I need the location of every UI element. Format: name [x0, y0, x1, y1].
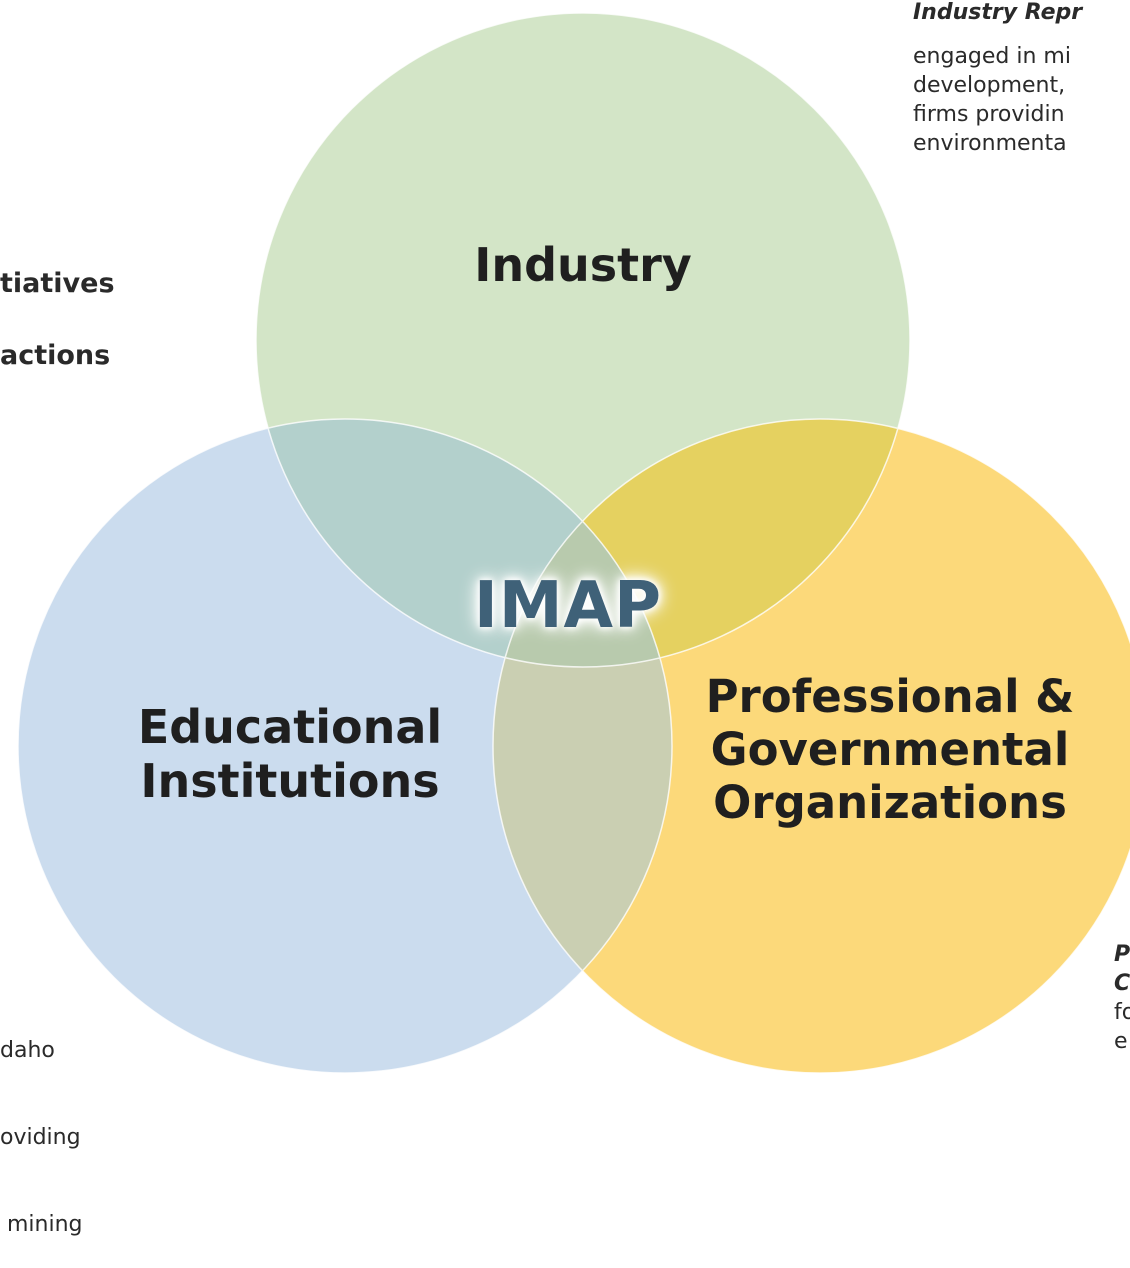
bottom-left-text-fragment: daho oviding mining: [0, 978, 83, 1268]
top-right-line-3: firms providin: [913, 102, 1065, 127]
top-right-line-2: development,: [913, 73, 1066, 98]
educational-label-line-2: Institutions: [140, 754, 440, 809]
left-heading-fragment-2: actions: [0, 340, 111, 371]
top-right-text-fragment: engaged in mi development, firms providi…: [913, 42, 1071, 158]
bottom-right-line-2: C: [1114, 971, 1130, 996]
top-right-line-4: environmenta: [913, 131, 1067, 156]
educational-institutions-label: Educational Institutions: [95, 700, 485, 809]
educational-label-line-1: Educational: [137, 700, 443, 754]
top-right-title-fragment: Industry Repr: [913, 0, 1083, 25]
bottom-left-line-1: daho: [0, 1038, 55, 1063]
professional-label-line-3: Organizations: [713, 776, 1067, 830]
imap-logo: IMAP: [474, 569, 662, 643]
venn-diagram: [17, 12, 1130, 1074]
overlap-industry-professional: [493, 419, 910, 667]
overlap-industry-educational: [256, 419, 672, 667]
bottom-right-line-1: P: [1114, 942, 1130, 967]
circle-outlines: [17, 12, 1130, 1074]
bottom-left-line-3: mining: [0, 1212, 83, 1237]
bottom-right-text-fragment: P C fo e: [1114, 940, 1130, 1056]
left-heading-fragment-1: tiatives: [0, 268, 115, 299]
top-right-line-1: engaged in mi: [913, 44, 1071, 69]
bottom-right-line-4: e: [1114, 1029, 1128, 1054]
industry-label: Industry: [474, 238, 692, 292]
professional-governmental-label: Professional & Governmental Organization…: [670, 670, 1110, 829]
professional-label-line-1: Professional &: [705, 670, 1075, 723]
bottom-right-line-3: fo: [1114, 1000, 1130, 1025]
bottom-left-line-2: oviding: [0, 1125, 81, 1150]
professional-label-line-2: Governmental: [710, 723, 1070, 777]
